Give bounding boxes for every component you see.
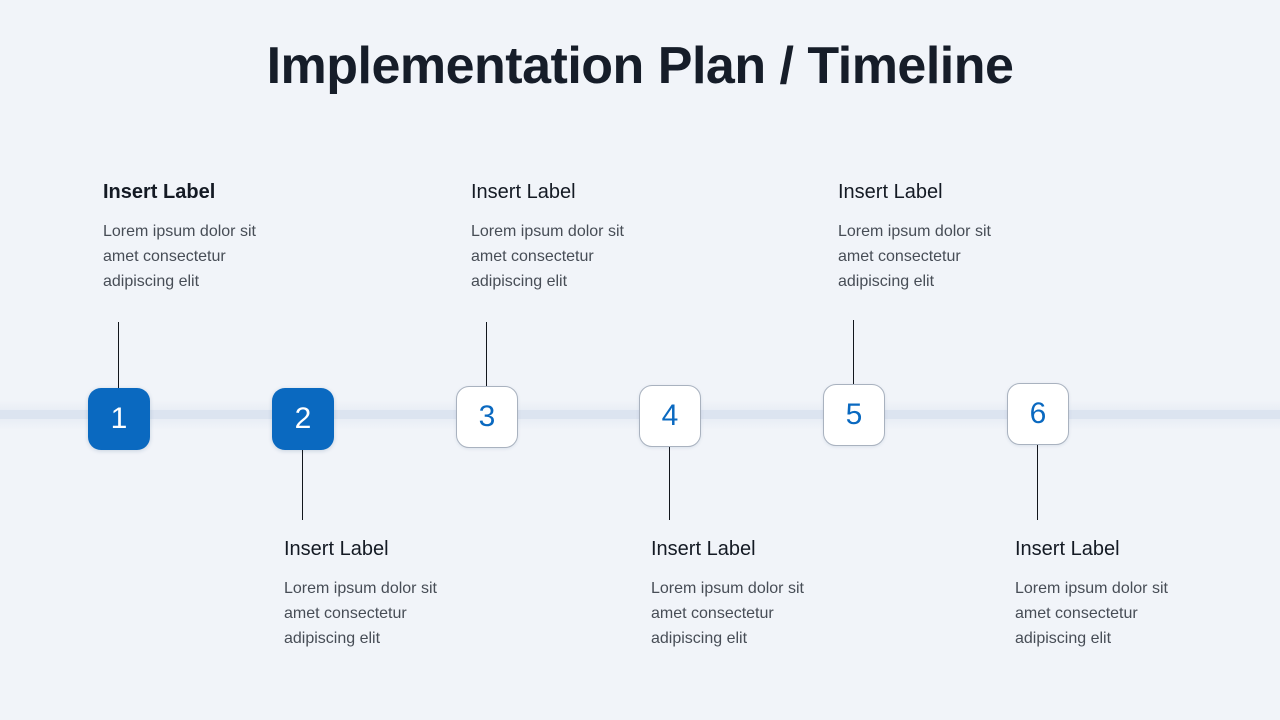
- step-label-4: Insert Label: [651, 538, 756, 560]
- step-body-4: Lorem ipsum dolor sit amet consectetur a…: [651, 580, 804, 647]
- step-label-1: Insert Label: [103, 181, 216, 203]
- step-text-block-6: Insert Label Lorem ipsum dolor sit amet …: [1015, 538, 1245, 651]
- step-text-block-1: Insert Label Lorem ipsum dolor sit amet …: [103, 181, 333, 294]
- step-label-6: Insert Label: [1015, 538, 1120, 560]
- step-text-block-3: Insert Label Lorem ipsum dolor sit amet …: [471, 181, 701, 294]
- step-body-6: Lorem ipsum dolor sit amet consectetur a…: [1015, 580, 1168, 647]
- step-number-2: 2: [294, 402, 312, 435]
- step-badge-3[interactable]: 3: [456, 386, 518, 448]
- page-title: Implementation Plan / Timeline: [266, 37, 1014, 95]
- step-connector-5: [853, 320, 855, 384]
- step-badge-5[interactable]: 5: [823, 384, 885, 446]
- step-label-3: Insert Label: [471, 181, 576, 203]
- step-body-3: Lorem ipsum dolor sit amet consectetur a…: [471, 223, 624, 290]
- step-connector-6: [1037, 445, 1039, 520]
- step-body-1: Lorem ipsum dolor sit amet consectetur a…: [103, 223, 256, 290]
- step-number-4: 4: [661, 399, 679, 432]
- step-badge-1[interactable]: 1: [88, 388, 150, 450]
- step-label-5: Insert Label: [838, 181, 943, 203]
- step-number-3: 3: [478, 400, 496, 433]
- step-label-2: Insert Label: [284, 538, 389, 560]
- step-badge-6[interactable]: 6: [1007, 383, 1069, 445]
- step-connector-2: [302, 450, 304, 520]
- step-badge-2[interactable]: 2: [272, 388, 334, 450]
- step-text-block-2: Insert Label Lorem ipsum dolor sit amet …: [284, 538, 514, 651]
- step-text-block-5: Insert Label Lorem ipsum dolor sit amet …: [838, 181, 1068, 294]
- step-number-5: 5: [845, 398, 863, 431]
- step-text-block-4: Insert Label Lorem ipsum dolor sit amet …: [651, 538, 881, 651]
- step-badge-4[interactable]: 4: [639, 385, 701, 447]
- step-body-2: Lorem ipsum dolor sit amet consectetur a…: [284, 580, 437, 647]
- step-body-5: Lorem ipsum dolor sit amet consectetur a…: [838, 223, 991, 290]
- step-connector-1: [118, 322, 120, 389]
- step-number-6: 6: [1029, 397, 1047, 430]
- step-connector-3: [486, 322, 488, 387]
- step-number-1: 1: [110, 402, 128, 435]
- step-connector-4: [669, 447, 671, 520]
